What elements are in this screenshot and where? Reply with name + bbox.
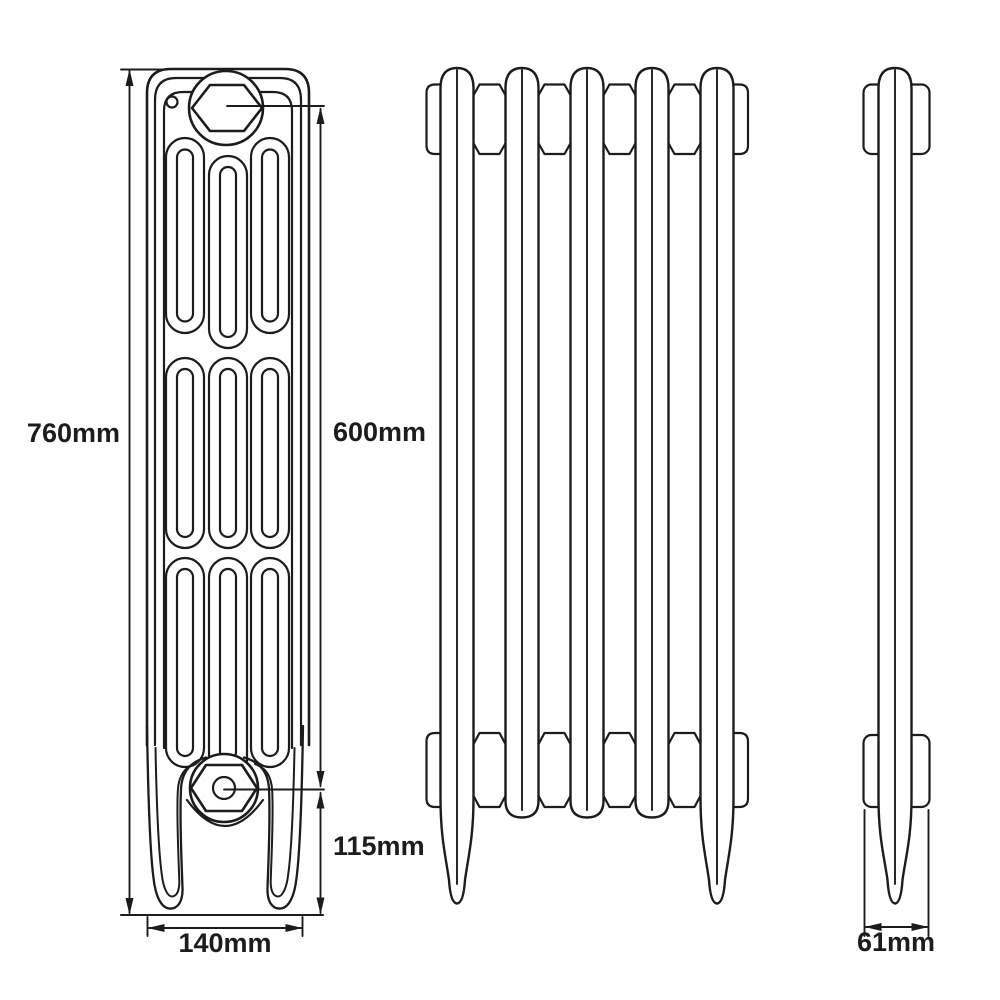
end-profile-view — [862, 66, 931, 905]
column-slot-outer — [249, 136, 291, 335]
air-vent-hole — [165, 95, 179, 109]
column-slot-outer — [207, 154, 249, 350]
tube-centre-lines — [456, 69, 718, 885]
column-slot-outer — [249, 356, 291, 550]
slot-row-top — [164, 136, 291, 350]
column-slot-inner — [218, 567, 238, 762]
dimension-140 — [146, 916, 304, 937]
dimension-label-floor-to-tapping: 115mm — [333, 831, 425, 861]
arrowhead-up — [125, 69, 134, 86]
bottom-bushing-bore — [211, 775, 237, 801]
arrowhead-left — [147, 924, 165, 932]
dimension-600 — [223, 105, 325, 791]
side-elevation-view — [145, 67, 311, 910]
column-slot-inner — [260, 148, 280, 323]
header-block — [536, 83, 573, 156]
column-slot-inner — [175, 367, 195, 539]
dimension-label-tapping-centres: 600mm — [333, 417, 426, 447]
top-bushing-hexagon — [190, 83, 264, 133]
dimension-label-overall-height: 760mm — [27, 418, 120, 448]
slot-row-bottom — [164, 556, 291, 784]
header-block — [471, 731, 508, 809]
column-slot-inner — [175, 148, 195, 323]
header-block — [666, 83, 703, 156]
arrowhead-up — [316, 107, 325, 124]
arrowhead-down — [316, 897, 325, 915]
column-slot-inner — [175, 567, 195, 758]
dimension-annotations — [119, 68, 930, 937]
bottom-bushing-hexagon — [189, 763, 259, 813]
column-slot-outer — [164, 556, 206, 769]
arrowhead-down — [125, 898, 134, 915]
dimension-labels: 760mm 600mm 115mm 140mm 61mm — [27, 417, 935, 958]
header-block — [601, 731, 638, 809]
column-slot-inner — [260, 367, 280, 539]
column-slot-inner — [218, 165, 238, 339]
column-slot-outer — [207, 556, 249, 784]
arrowhead-down — [316, 771, 325, 788]
header-block — [536, 731, 573, 809]
column-slot-inner — [218, 367, 238, 539]
base-arch — [185, 798, 265, 827]
column-slot-outer — [164, 136, 206, 335]
right-leg-inner — [254, 747, 296, 898]
arrowhead-left — [864, 923, 882, 931]
left-leg-inner — [154, 747, 196, 898]
arrowhead-right — [911, 923, 929, 931]
header-block — [471, 83, 508, 156]
dimension-61 — [863, 809, 930, 937]
column-slot-outer — [207, 356, 249, 550]
radiator-body-inner-panel — [162, 90, 294, 750]
left-leg-outer — [145, 724, 208, 910]
column-slot-outer — [249, 556, 291, 769]
dimension-label-depth: 61mm — [857, 927, 935, 957]
arrowhead-up — [316, 791, 325, 809]
slot-row-middle — [164, 356, 291, 550]
arrowhead-right — [285, 924, 303, 932]
radiator-body-outer-outline — [145, 67, 311, 747]
header-block — [666, 731, 703, 809]
column-slot-outer — [164, 356, 206, 550]
dimension-label-foot-width: 140mm — [178, 928, 271, 958]
dimension-760 — [120, 68, 168, 915]
front-elevation-view — [425, 66, 750, 905]
dimension-115 — [316, 791, 325, 915]
column-slot-inner — [260, 567, 280, 758]
header-block — [601, 83, 638, 156]
